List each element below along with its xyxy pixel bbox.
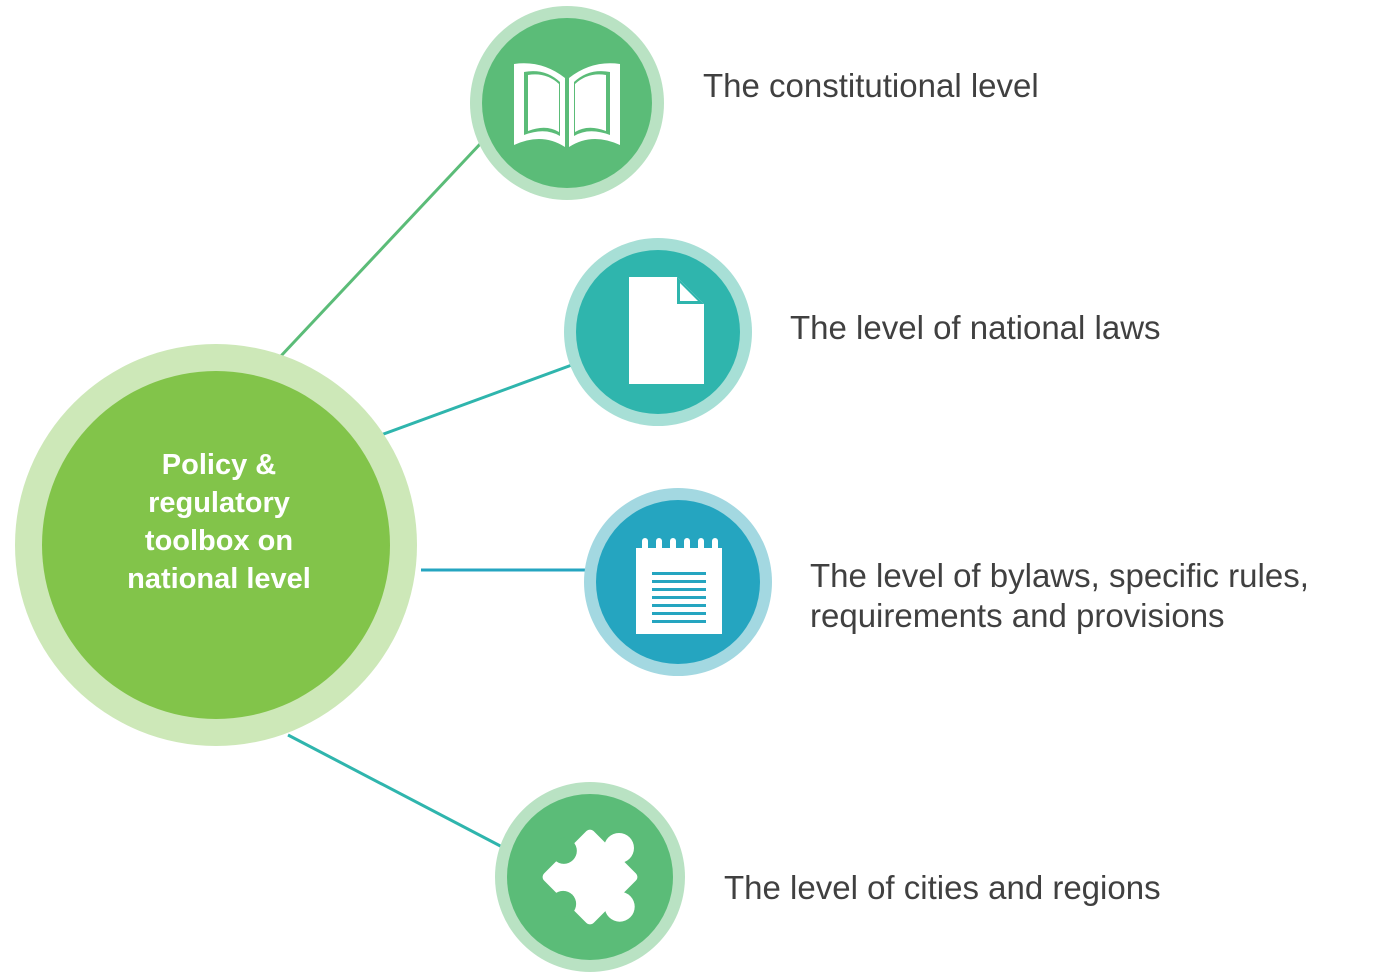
center-title-line-2: regulatory: [148, 487, 290, 519]
center-title-line-3: toolbox on: [144, 525, 294, 557]
connector-line-cities-regions: [287, 733, 509, 852]
connector-line-constitutional: [278, 141, 483, 359]
label-bylaws: The level of bylaws, specific rules, req…: [810, 556, 1309, 636]
label-national-laws: The level of national laws: [790, 308, 1161, 348]
label-constitutional: The constitutional level: [703, 66, 1039, 106]
center-title-line-1: Policy &: [161, 449, 277, 481]
center-node: [15, 344, 417, 746]
label-constitutional-line-1: The constitutional level: [703, 67, 1039, 104]
notepad-icon: [636, 538, 722, 634]
center-title: Policy & regulatory toolbox on national …: [88, 446, 350, 598]
node-national-laws: [564, 238, 752, 426]
label-national-laws-line-1: The level of national laws: [790, 309, 1161, 346]
label-cities-regions: The level of cities and regions: [724, 868, 1161, 908]
node-bylaws: [584, 488, 772, 676]
center-title-line-4: national level: [127, 563, 311, 595]
connector-line-national-laws: [380, 360, 581, 437]
label-bylaws-line-2: requirements and provisions: [810, 597, 1225, 634]
puzzle-piece-icon: [542, 829, 638, 925]
document-icon: [629, 277, 704, 384]
node-cities-regions: [495, 782, 685, 972]
label-bylaws-line-1: The level of bylaws, specific rules,: [810, 557, 1309, 594]
book-icon: [514, 63, 620, 147]
label-cities-regions-line-1: The level of cities and regions: [724, 869, 1161, 906]
node-constitutional: [470, 6, 664, 200]
